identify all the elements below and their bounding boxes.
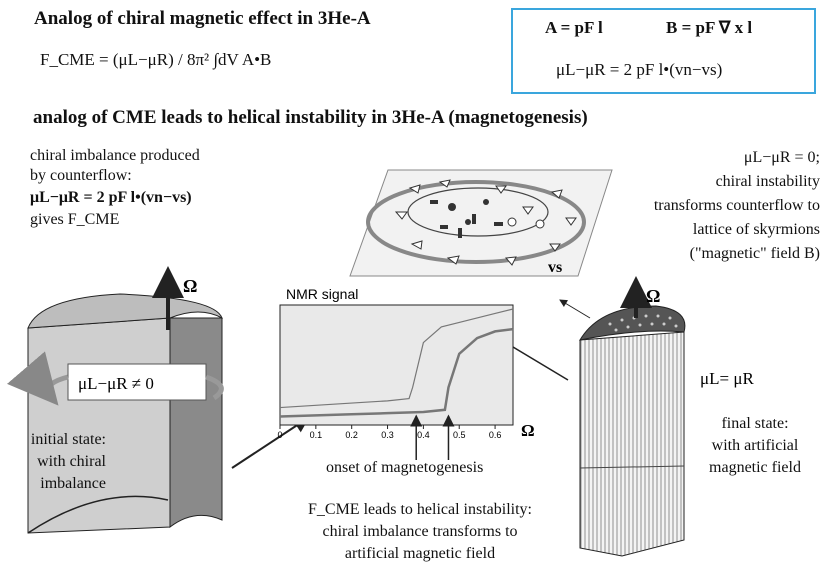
bottom-caption-line3: artificial magnetic field — [344, 545, 496, 562]
right-cylinder-mu-label: μL= μR — [700, 369, 754, 388]
right-omega-label: Ω — [646, 286, 660, 306]
onset-label: onset of magnetogenesis — [326, 459, 484, 476]
initial-state-line3: imbalance — [40, 475, 106, 492]
subtitle: analog of CME leads to helical instabili… — [33, 107, 588, 128]
bottom-caption-line2: chiral imbalance transforms to — [322, 523, 518, 540]
vs-label: vs — [548, 259, 562, 276]
initial-state-line2: with chiral — [37, 453, 106, 470]
final-state-line1: final state: — [721, 415, 789, 432]
nmr-series-1-line — [279, 308, 514, 409]
left-omega-label: Ω — [183, 276, 197, 296]
right-note-line4: lattice of skyrmions — [692, 221, 820, 238]
main-title: Analog of chiral magnetic effect in 3He-… — [34, 8, 371, 29]
b-definition: B = pF ∇ x l — [666, 18, 753, 37]
a-definition: A = pF l — [545, 18, 603, 37]
left-cylinder-mu-label: μL−μR ≠ 0 — [78, 374, 154, 393]
x-tick-label: 0 — [277, 430, 282, 440]
right-note-line1: μL−μR = 0; — [743, 149, 820, 166]
left-note-line2: by counterflow: — [30, 167, 132, 184]
bottom-caption-line1: F_CME leads to helical instability: — [308, 501, 532, 518]
left-note-line4: gives F_CME — [30, 211, 120, 228]
nmr-x-axis-label: Ω — [521, 421, 535, 440]
right-note-line5: ("magnetic" field B) — [689, 245, 820, 262]
initial-state-line1: initial state: — [30, 431, 106, 448]
x-tick-label: 0.5 — [453, 430, 466, 440]
nmr-plot-area — [279, 304, 514, 426]
nmr-series-2-line — [279, 327, 514, 418]
left-note-line3: μL−μR = 2 pF l•(vn−vs) — [30, 189, 192, 206]
nmr-chart: 0 0.1 0.2 0.3 0.4 0.5 0.6 — [277, 304, 514, 460]
final-state-line3: magnetic field — [709, 459, 801, 476]
mu-definition: μL−μR = 2 pF l•(vn−vs) — [556, 60, 723, 79]
nmr-title: NMR signal — [286, 286, 358, 302]
x-tick-label: 0.1 — [310, 430, 323, 440]
skyrmion-plane — [349, 169, 613, 277]
left-note-line1: chiral imbalance produced — [30, 147, 200, 164]
definitions-box — [511, 8, 816, 94]
x-tick-label: 0.6 — [489, 430, 502, 440]
right-note-line3: transforms counterflow to — [653, 197, 820, 214]
cme-formula: F_CME = (μL−μR) / 8π² ∫dV A•B — [40, 50, 272, 69]
x-tick-label: 0.4 — [417, 430, 430, 440]
final-state-line2: with artificial — [711, 437, 799, 454]
x-tick-label: 0.2 — [345, 430, 358, 440]
right-cylinder — [579, 276, 686, 557]
left-cylinder — [6, 266, 224, 534]
x-tick-label: 0.3 — [381, 430, 394, 440]
right-note-line2: chiral instability — [715, 173, 820, 190]
